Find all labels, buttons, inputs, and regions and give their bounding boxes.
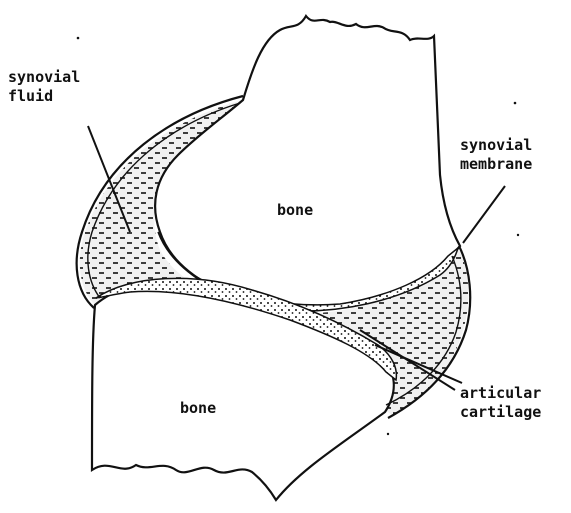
speck xyxy=(387,433,389,435)
synovial-fluid-label: synovial fluid xyxy=(8,68,80,106)
upper-bone-label: bone xyxy=(277,201,313,220)
synovial-membrane-label: synovial membrane xyxy=(460,136,532,174)
lower-bone-label: bone xyxy=(180,399,216,418)
articular-cartilage-label: articular cartilage xyxy=(460,384,541,422)
synovial-membrane-leader xyxy=(463,186,505,243)
speck xyxy=(77,37,80,40)
upper-bone xyxy=(155,16,460,309)
speck xyxy=(517,234,519,236)
speck xyxy=(514,102,517,105)
